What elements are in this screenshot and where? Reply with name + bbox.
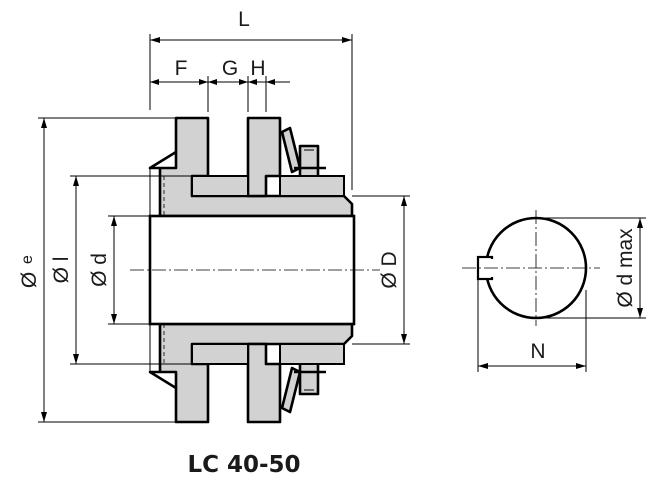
label-L: L bbox=[238, 8, 250, 31]
cone-upper bbox=[148, 150, 178, 170]
section-view bbox=[130, 116, 380, 424]
spring-lower bbox=[280, 366, 302, 414]
label-diam-d-max: Ø d max bbox=[614, 228, 637, 308]
label-diam-l: Ø l bbox=[50, 257, 73, 284]
label-G: G bbox=[222, 57, 238, 80]
bore-end-view bbox=[462, 210, 646, 372]
label-diam-d: Ø d bbox=[88, 253, 111, 287]
svg-text:e: e bbox=[19, 255, 36, 264]
label-F: F bbox=[175, 57, 188, 80]
ring-lower bbox=[191, 343, 249, 365]
spring-upper bbox=[280, 126, 302, 174]
label-H: H bbox=[250, 57, 265, 80]
disc-upper bbox=[246, 116, 282, 198]
drawing-title: LC 40-50 bbox=[187, 452, 300, 478]
sleeve-upper bbox=[279, 175, 345, 197]
ring-upper bbox=[191, 175, 249, 197]
svg-text:Ø: Ø bbox=[18, 272, 41, 288]
sleeve-lower bbox=[279, 343, 345, 365]
dimension-lines bbox=[38, 34, 410, 423]
label-N: N bbox=[530, 340, 545, 363]
cone-lower bbox=[148, 370, 178, 390]
disc-lower bbox=[246, 342, 282, 424]
label-diam-e: Ø e bbox=[18, 255, 41, 288]
label-diam-D: Ø D bbox=[378, 251, 401, 288]
